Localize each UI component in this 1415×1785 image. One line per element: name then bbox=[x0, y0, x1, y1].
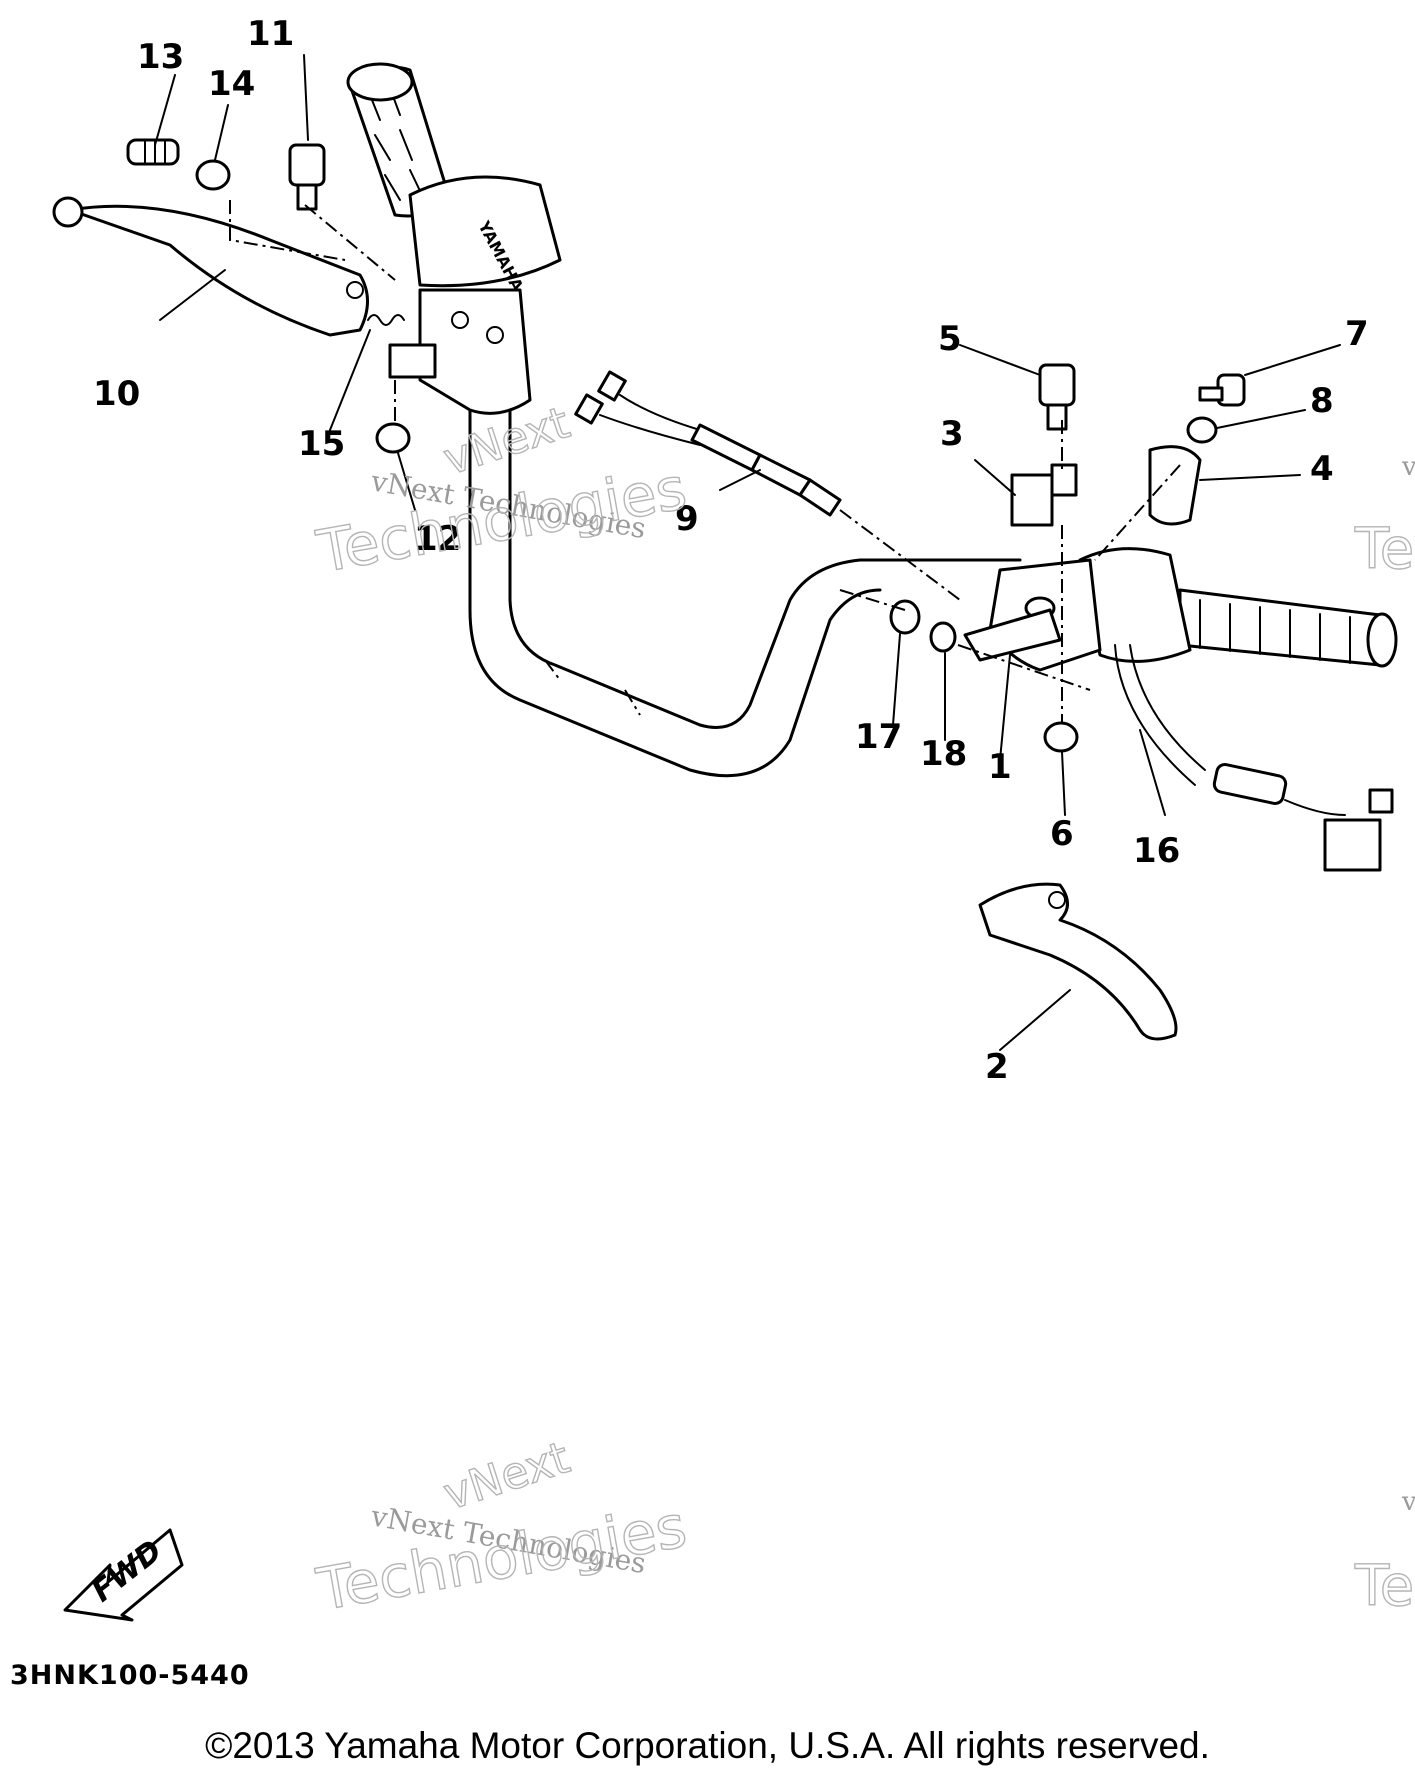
watermark-edge-v-lower: v bbox=[1401, 1487, 1415, 1517]
fwd-arrow-icon: FWD bbox=[63, 1528, 184, 1622]
callout-10: 10 bbox=[93, 374, 140, 414]
watermark-technologies-lower: Technologies bbox=[312, 1492, 692, 1624]
bolt-13 bbox=[126, 138, 180, 166]
watermark-vnext-lower: vNext bbox=[438, 1432, 576, 1520]
left-lever bbox=[52, 196, 369, 337]
clamp-4 bbox=[1148, 445, 1202, 526]
watermark-edge-te-lower: Te bbox=[1354, 1554, 1414, 1619]
callout-4: 4 bbox=[1310, 449, 1334, 489]
callout-3: 3 bbox=[940, 414, 964, 454]
left-grip bbox=[346, 62, 452, 218]
screw-7 bbox=[1198, 373, 1246, 407]
diagram-code: 3HNK100-5440 bbox=[10, 1660, 250, 1691]
wire-16 bbox=[1114, 644, 1394, 872]
callout-9: 9 bbox=[675, 499, 699, 539]
callout-14: 14 bbox=[208, 64, 255, 104]
callout-8: 8 bbox=[1310, 381, 1334, 421]
bracket-1 bbox=[963, 608, 1062, 662]
callouts: 1 2 3 4 5 6 7 8 9 10 11 12 13 14 15 16 1… bbox=[93, 14, 1369, 1087]
callout-15: 15 bbox=[298, 424, 345, 464]
leader-lines bbox=[154, 54, 1341, 1051]
watermark-edges: v Te v Te bbox=[1353, 452, 1415, 1620]
callout-12: 12 bbox=[414, 519, 461, 559]
copyright-notice: ©2013 Yamaha Motor Corporation, U.S.A. A… bbox=[205, 1725, 1210, 1766]
bolt-11 bbox=[288, 143, 326, 211]
callout-17: 17 bbox=[855, 717, 902, 757]
nut-12 bbox=[375, 422, 411, 454]
callout-1: 1 bbox=[988, 747, 1012, 787]
switch-3 bbox=[1010, 463, 1078, 527]
callout-2: 2 bbox=[985, 1047, 1009, 1087]
callout-18: 18 bbox=[920, 734, 967, 774]
cable-9 bbox=[574, 370, 842, 517]
callout-11: 11 bbox=[247, 14, 294, 54]
washer-8 bbox=[1186, 416, 1218, 444]
right-grip bbox=[1178, 588, 1398, 668]
bolt-5 bbox=[1038, 363, 1076, 431]
nut-17 bbox=[889, 599, 921, 635]
callout-16: 16 bbox=[1133, 831, 1180, 871]
washer-18 bbox=[929, 621, 957, 653]
watermark-edge-te-upper: Te bbox=[1354, 517, 1414, 582]
right-lever bbox=[978, 882, 1178, 1041]
callout-7: 7 bbox=[1345, 314, 1369, 354]
watermark-edge-v-upper: v bbox=[1401, 452, 1415, 482]
spring-15 bbox=[367, 314, 405, 326]
left-switch-housing: YAMAHA bbox=[388, 175, 562, 415]
nut-14 bbox=[195, 159, 231, 191]
phantom-lines bbox=[229, 200, 1181, 722]
nut-6 bbox=[1043, 721, 1079, 753]
callout-6: 6 bbox=[1050, 814, 1074, 854]
watermark-lower: vNext vNext Technologies Technologies bbox=[311, 1432, 692, 1625]
throttle-housing bbox=[988, 547, 1192, 672]
handlebar bbox=[468, 348, 1022, 778]
callout-5: 5 bbox=[938, 319, 962, 359]
callout-13: 13 bbox=[137, 37, 184, 77]
